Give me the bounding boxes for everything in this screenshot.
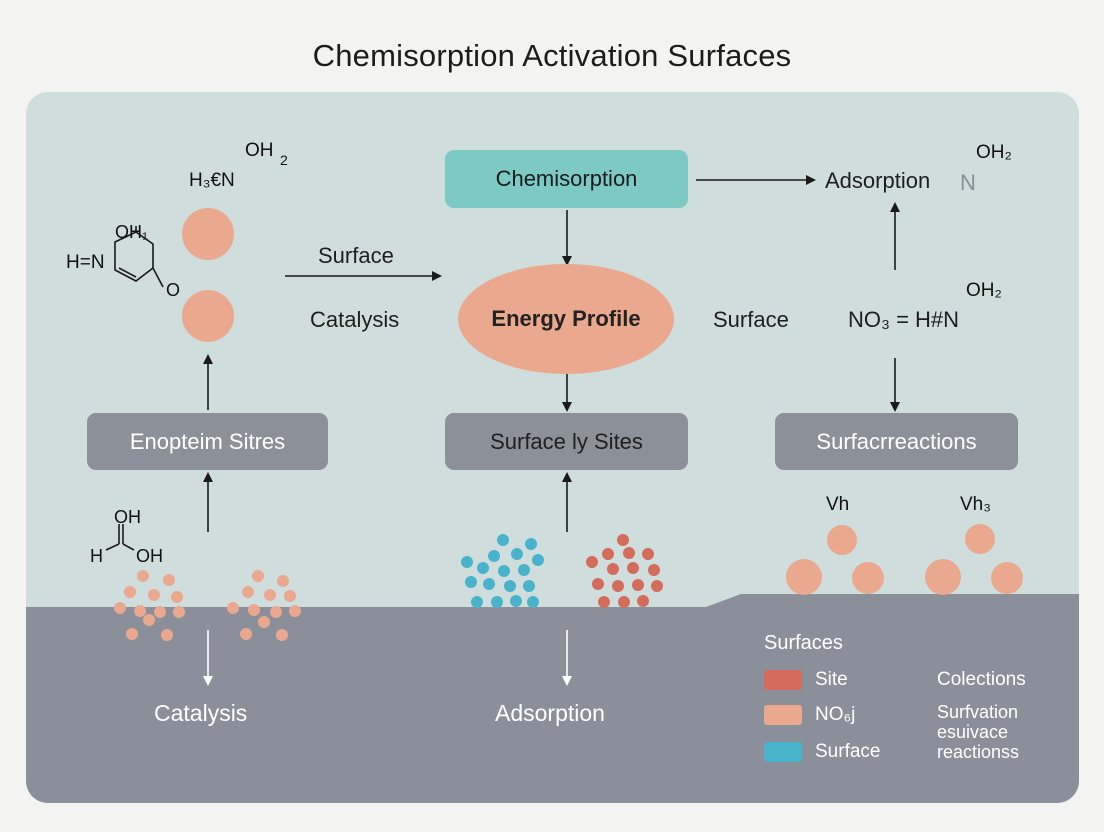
legend-swatch-no [764, 705, 802, 725]
center-side-label-surface: Surface [713, 307, 789, 332]
arrow-label-catalysis: Catalysis [310, 307, 400, 332]
acid-h-label: H [90, 546, 103, 566]
legend-col2-line1: Surfvation [937, 702, 1019, 722]
legend-label-no: NO₆j [815, 704, 856, 725]
label-vh3: Vh₃ [960, 494, 991, 515]
acid-oh-label: OH [114, 507, 141, 527]
legend-label-site: Site [815, 669, 848, 690]
molecule-top-amine: H₃€N [189, 170, 235, 191]
ring-o-label: O [166, 280, 181, 300]
molecule-top-oh: OH [245, 140, 274, 161]
legend-col2-line3: reactionss [937, 742, 1020, 762]
diagram-panel: OH 2 H₃€N OH₁ H=N O Surface Catalysis En… [26, 92, 1079, 803]
box-surface-sites: Surface ly Sites [445, 413, 688, 470]
equation-label: NO₃ = H#N [848, 307, 960, 332]
label-vh: Vh [826, 494, 850, 515]
ground-surface [26, 594, 1079, 803]
adsorption-oh-label: OH₂ [976, 142, 1012, 163]
page-title: Chemisorption Activation Surfaces [312, 38, 792, 73]
ring-hn-label: H=N [66, 252, 105, 273]
equation-oh-label: OH₂ [966, 280, 1002, 301]
acid-molecule-icon [105, 524, 135, 551]
box-enopteim-sites: Enopteim Sitres [87, 413, 328, 470]
legend-col2-line2: esuivace [937, 722, 1009, 742]
legend-swatch-site [764, 670, 802, 690]
bottom-label-adsorption: Adsorption [495, 700, 605, 726]
atom-circle [182, 208, 234, 260]
arrow-label-surface: Surface [318, 243, 394, 268]
legend-swatch-surface [764, 742, 802, 762]
box-surface-reactions: Surfacrreactions [775, 413, 1018, 470]
atom-circle [182, 290, 234, 342]
diagram-canvas [26, 175, 1079, 803]
ring-molecule-icon [114, 226, 164, 288]
ring-oh-label: OH₁ [115, 222, 149, 242]
ellipse-energy-profile: Energy Profile [458, 264, 674, 374]
acid-oh2-label: OH [136, 546, 163, 566]
surface-atoms-group-2 [925, 524, 1023, 595]
legend-title: Surfaces [764, 632, 843, 654]
box-chemisorption: Chemisorption [445, 150, 688, 208]
molecule-top-sub: 2 [280, 152, 288, 168]
legend-label-surface: Surface [815, 741, 881, 762]
adsorption-mark: N [960, 170, 976, 195]
label-adsorption: Adsorption [825, 168, 931, 193]
bottom-label-catalysis: Catalysis [154, 700, 248, 726]
surface-atoms-group-1 [786, 525, 884, 595]
particle-cluster-blue [461, 534, 544, 608]
legend-col2-title: Colections [937, 669, 1026, 690]
particle-cluster-left-2 [227, 570, 301, 641]
particle-cluster-red [586, 534, 663, 608]
particle-cluster-left-1 [114, 570, 185, 641]
